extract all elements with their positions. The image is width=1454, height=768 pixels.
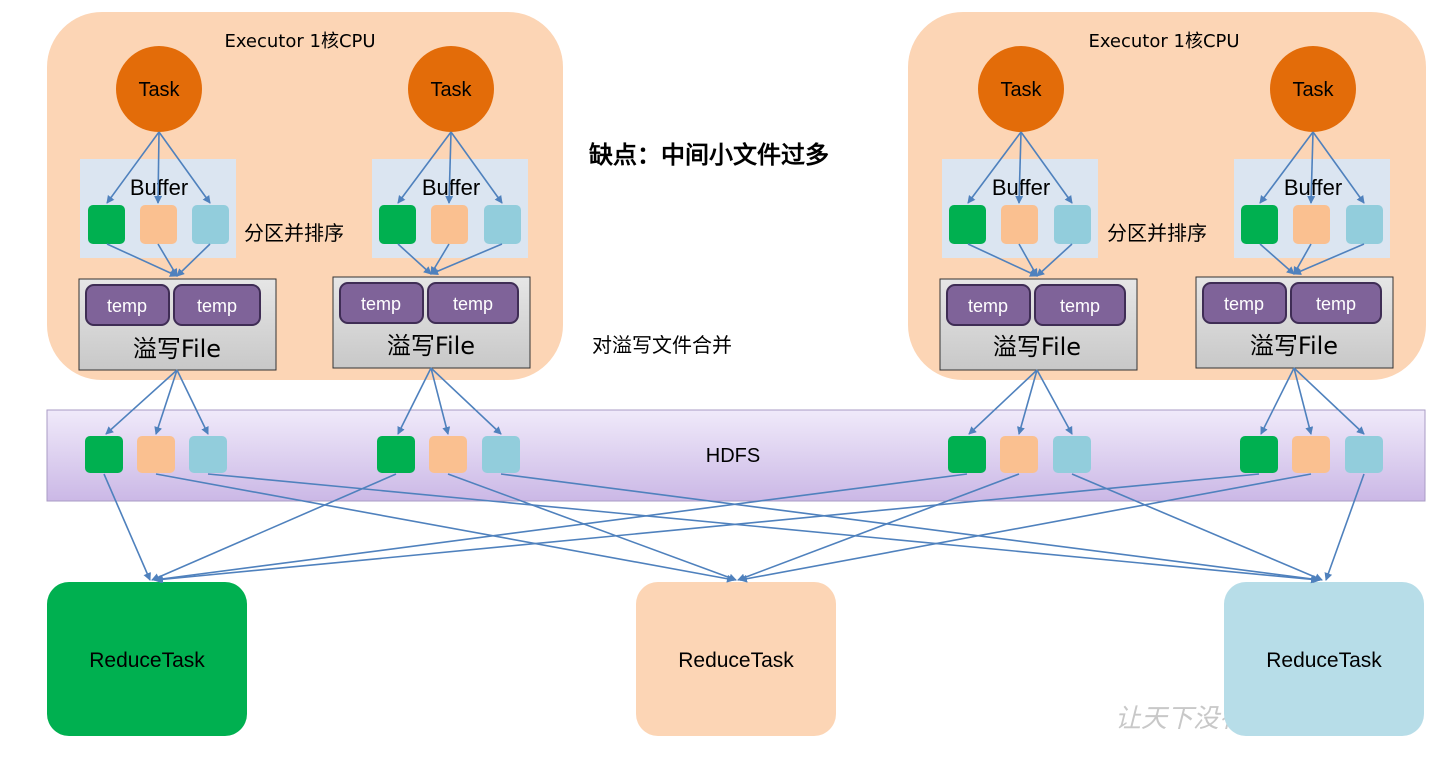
buffer-label: Buffer bbox=[1284, 175, 1342, 200]
executor-title-left: Executor 1核CPU bbox=[224, 31, 375, 52]
buffer-4: Buffer bbox=[1234, 159, 1390, 258]
task-label: Task bbox=[1292, 79, 1334, 101]
reduce-task-label: ReduceTask bbox=[89, 649, 205, 672]
temp-label: temp bbox=[1224, 294, 1264, 314]
buffer-label: Buffer bbox=[992, 175, 1050, 200]
task-label: Task bbox=[430, 79, 472, 101]
temp-label: temp bbox=[361, 294, 401, 314]
spill-file-label: 溢写File bbox=[993, 333, 1081, 361]
spill-file-3: temp temp 溢写File bbox=[939, 278, 1138, 371]
reduce-task-green: ReduceTask bbox=[47, 582, 247, 736]
temp-label: temp bbox=[1060, 296, 1100, 316]
spill-file-1: temp temp 溢写File bbox=[78, 278, 277, 371]
buffer-label: Buffer bbox=[422, 175, 480, 200]
task-label: Task bbox=[1000, 79, 1042, 101]
reduce-task-orange: ReduceTask bbox=[636, 582, 836, 736]
task-node-4: Task bbox=[1270, 46, 1356, 132]
merge-note: 对溢写文件合并 bbox=[592, 333, 732, 357]
hdfs-partition-group-1 bbox=[85, 436, 227, 473]
spill-file-2: temp temp 溢写File bbox=[332, 276, 531, 369]
executor-title-right: Executor 1核CPU bbox=[1088, 31, 1239, 52]
reduce-task-label: ReduceTask bbox=[1266, 649, 1382, 672]
hdfs-band bbox=[46, 409, 1426, 502]
temp-label: temp bbox=[453, 294, 493, 314]
task-node-1: Task bbox=[116, 46, 202, 132]
spill-file-label: 溢写File bbox=[1250, 332, 1338, 360]
spill-file-4: temp temp 溢写File bbox=[1195, 276, 1394, 369]
task-node-2: Task bbox=[408, 46, 494, 132]
spill-file-label: 溢写File bbox=[387, 332, 475, 360]
temp-label: temp bbox=[968, 296, 1008, 316]
task-node-3: Task bbox=[978, 46, 1064, 132]
disadvantage-note: 缺点：中间小文件过多 bbox=[589, 141, 829, 169]
reduce-task-blue: ReduceTask bbox=[1224, 582, 1424, 736]
hdfs-partition-group-4 bbox=[1240, 436, 1383, 473]
arrows bbox=[103, 131, 1365, 584]
task-label: Task bbox=[138, 79, 180, 101]
partition-sort-label-left: 分区并排序 bbox=[244, 221, 344, 245]
temp-label: temp bbox=[197, 296, 237, 316]
hdfs-partition-group-3 bbox=[948, 436, 1091, 473]
buffer-2: Buffer bbox=[372, 159, 528, 258]
temp-label: temp bbox=[1316, 294, 1356, 314]
hdfs-label: HDFS bbox=[706, 445, 760, 467]
temp-label: temp bbox=[107, 296, 147, 316]
spill-file-label: 溢写File bbox=[133, 335, 221, 363]
hdfs-partition-group-2 bbox=[377, 436, 520, 473]
reduce-task-label: ReduceTask bbox=[678, 649, 794, 672]
partition-sort-label-right: 分区并排序 bbox=[1107, 221, 1207, 245]
